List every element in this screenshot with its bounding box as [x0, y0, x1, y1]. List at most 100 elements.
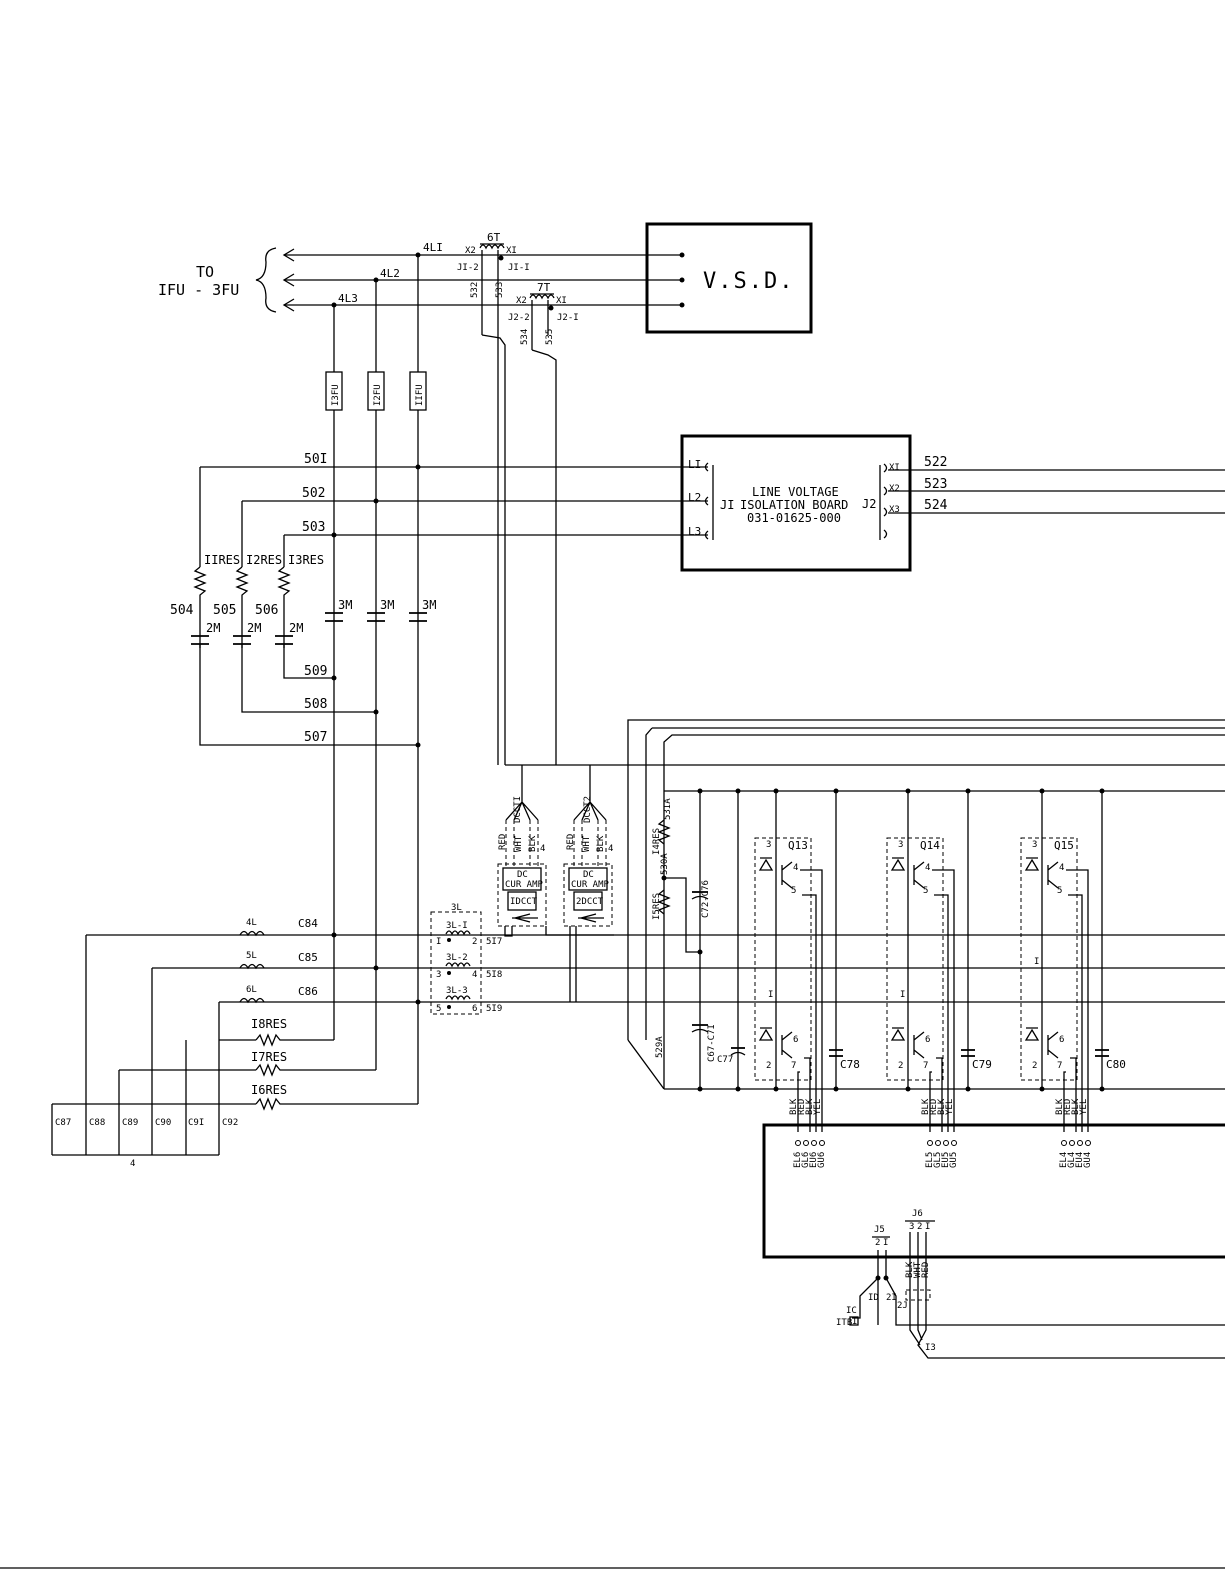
svg-text:J6: J6 — [912, 1209, 923, 1219]
svg-text:4: 4 — [130, 1159, 135, 1169]
svg-text:C87: C87 — [55, 1118, 71, 1128]
svg-text:JI: JI — [720, 498, 734, 512]
svg-text:BLK: BLK — [789, 1098, 799, 1115]
svg-text:J2: J2 — [862, 497, 876, 511]
svg-text:I3RES: I3RES — [288, 553, 324, 567]
svg-text:3: 3 — [1032, 840, 1037, 850]
svg-text:C78: C78 — [840, 1058, 860, 1071]
svg-text:4: 4 — [793, 863, 798, 873]
svg-text:I: I — [900, 990, 905, 1000]
svg-text:4: 4 — [540, 844, 545, 854]
svg-text:BLK: BLK — [921, 1098, 931, 1115]
svg-text:6L: 6L — [246, 985, 257, 995]
svg-text:4: 4 — [925, 863, 930, 873]
iso-part: 031-01625-000 — [747, 511, 841, 525]
svg-text:3: 3 — [436, 970, 441, 980]
svg-text:2M: 2M — [289, 621, 303, 635]
svg-text:50I: 50I — [304, 452, 327, 467]
svg-text:GU4: GU4 — [1083, 1152, 1093, 1168]
svg-text:C88: C88 — [89, 1118, 105, 1128]
svg-text:EU5: EU5 — [941, 1152, 951, 1168]
svg-text:4L: 4L — [246, 918, 257, 928]
svg-text:J2-I: J2-I — [557, 313, 579, 323]
to-brace — [255, 247, 277, 313]
svg-text:2: 2 — [472, 937, 477, 947]
filter-lines: 4L 5L 6L C84 C85 C86 I8RES I7RES I6RES — [52, 917, 1225, 1155]
svg-text:DC: DC — [517, 870, 528, 880]
svg-text:504: 504 — [170, 603, 194, 618]
svg-text:X2: X2 — [889, 484, 900, 494]
line-4l3: 4L3 — [338, 292, 358, 305]
svg-text:2I: 2I — [886, 1293, 897, 1303]
line-4l1: 4LI — [423, 241, 443, 254]
svg-text:524: 524 — [924, 498, 948, 513]
svg-text:RED: RED — [929, 1099, 939, 1115]
svg-text:505: 505 — [213, 603, 236, 618]
svg-text:C92: C92 — [222, 1118, 238, 1128]
svg-text:Q14: Q14 — [920, 839, 940, 852]
svg-text:3M: 3M — [422, 598, 436, 612]
svg-text:530A: 530A — [660, 853, 670, 875]
svg-text:7: 7 — [923, 1061, 928, 1071]
svg-text:507: 507 — [304, 730, 327, 745]
svg-text:I4RES: I4RES — [652, 828, 662, 855]
svg-text:5: 5 — [791, 886, 796, 896]
svg-text:C67-C7I: C67-C7I — [707, 1024, 717, 1062]
svg-text:EU4: EU4 — [1075, 1152, 1085, 1168]
svg-text:EL6: EL6 — [793, 1152, 803, 1168]
svg-text:6: 6 — [793, 1035, 798, 1045]
svg-text:CUR AMP: CUR AMP — [571, 880, 610, 890]
svg-text:C77: C77 — [717, 1055, 733, 1065]
svg-text:BLK: BLK — [1071, 1098, 1081, 1115]
iso-title-2: ISOLATION BOARD — [740, 498, 848, 512]
svg-text:I: I — [1034, 957, 1039, 967]
fuse-i2fu: I2FU — [373, 384, 383, 406]
svg-text:2J: 2J — [897, 1301, 908, 1311]
svg-text:X2: X2 — [465, 246, 476, 256]
svg-text:5: 5 — [436, 1004, 441, 1014]
svg-text:533: 533 — [495, 282, 505, 298]
driver-board — [762, 1123, 1225, 1259]
svg-text:I8RES: I8RES — [251, 1017, 287, 1031]
svg-text:I: I — [768, 990, 773, 1000]
svg-text:J5: J5 — [874, 1225, 885, 1235]
svg-text:ID: ID — [868, 1293, 879, 1303]
svg-text:GL6: GL6 — [801, 1152, 811, 1168]
fuse-iifu: IIFU — [415, 384, 425, 406]
svg-text:LI: LI — [688, 458, 701, 471]
svg-text:I: I — [925, 1222, 930, 1232]
svg-text:506: 506 — [255, 603, 278, 618]
transformer-7t: 7T X2 XI J2-2 J2-I 534 535 — [508, 281, 579, 765]
svg-text:X3: X3 — [889, 505, 900, 515]
svg-text:IDCCT: IDCCT — [510, 897, 538, 907]
svg-text:6: 6 — [925, 1035, 930, 1045]
svg-text:5I9: 5I9 — [486, 1004, 502, 1014]
to-label-line1: TO — [196, 263, 214, 281]
svg-text:IC: IC — [846, 1306, 857, 1316]
svg-text:EL4: EL4 — [1059, 1152, 1069, 1168]
svg-text:508: 508 — [304, 697, 327, 712]
svg-text:C80: C80 — [1106, 1058, 1126, 1071]
svg-text:Q13: Q13 — [788, 839, 808, 852]
svg-text:DCCT2: DCCT2 — [583, 796, 593, 823]
svg-text:BLK: BLK — [528, 835, 538, 852]
svg-text:6: 6 — [1059, 1035, 1064, 1045]
svg-text:6: 6 — [472, 1004, 477, 1014]
svg-text:GU6: GU6 — [817, 1152, 827, 1168]
svg-text:6T: 6T — [487, 231, 501, 244]
reactor-3l: 3L 3L-I 3L-2 3L-3 I 2 3 4 5 6 5I7 5I8 5I… — [430, 903, 502, 1015]
svg-text:3M: 3M — [380, 598, 394, 612]
svg-text:3L-I: 3L-I — [446, 921, 468, 931]
connectors: J5 2 I J6 3 2 I BLK WHT RED ID 2I 2J IC … — [836, 1209, 1225, 1359]
svg-text:I6RES: I6RES — [251, 1083, 287, 1097]
svg-text:CUR AMP: CUR AMP — [505, 880, 544, 890]
cap-bank: C87 C88 C89 C90 C9I C92 4 — [51, 935, 238, 1169]
svg-text:BLK: BLK — [805, 1098, 815, 1115]
svg-text:WHT: WHT — [514, 835, 524, 852]
arrow-heads — [282, 248, 295, 312]
svg-text:J2-2: J2-2 — [508, 313, 530, 323]
svg-text:IIRES: IIRES — [204, 553, 240, 567]
svg-text:529A: 529A — [655, 1036, 665, 1058]
iso-title-1: LINE VOLTAGE — [752, 485, 839, 499]
svg-text:RED: RED — [498, 834, 508, 850]
